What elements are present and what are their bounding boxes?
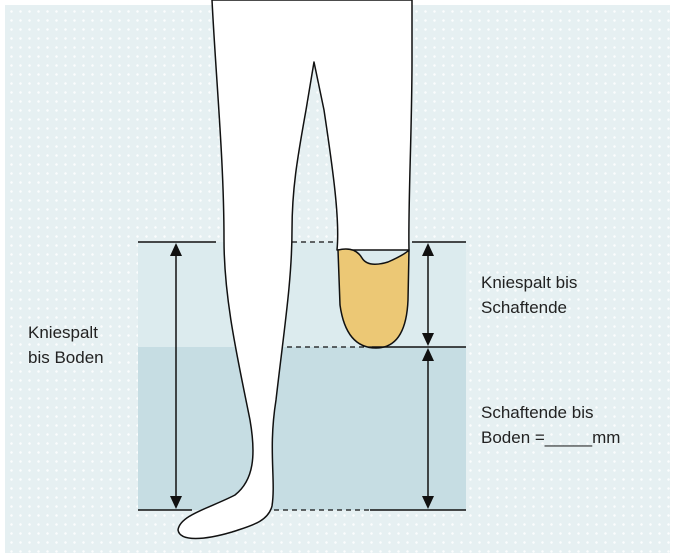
socket-end-to-floor-label-line1: Schaftende bis bbox=[481, 400, 620, 425]
socket-to-floor-band bbox=[138, 347, 466, 510]
socket-end-to-floor-label: Schaftende bis Boden =_____mm bbox=[481, 400, 620, 450]
knee-to-socket-band bbox=[138, 242, 466, 347]
prosthetic-socket bbox=[338, 249, 409, 348]
socket-end-to-floor-label-line2: Boden =_____mm bbox=[481, 425, 620, 450]
knee-to-floor-label: Kniespalt bis Boden bbox=[28, 320, 104, 370]
knee-to-socket-end-label-line2: Schaftende bbox=[481, 295, 577, 320]
knee-to-socket-end-label-line1: Kniespalt bis bbox=[481, 270, 577, 295]
knee-to-floor-label-line1: Kniespalt bbox=[28, 320, 104, 345]
knee-to-floor-label-line2: bis Boden bbox=[28, 345, 104, 370]
knee-to-socket-end-label: Kniespalt bis Schaftende bbox=[481, 270, 577, 320]
